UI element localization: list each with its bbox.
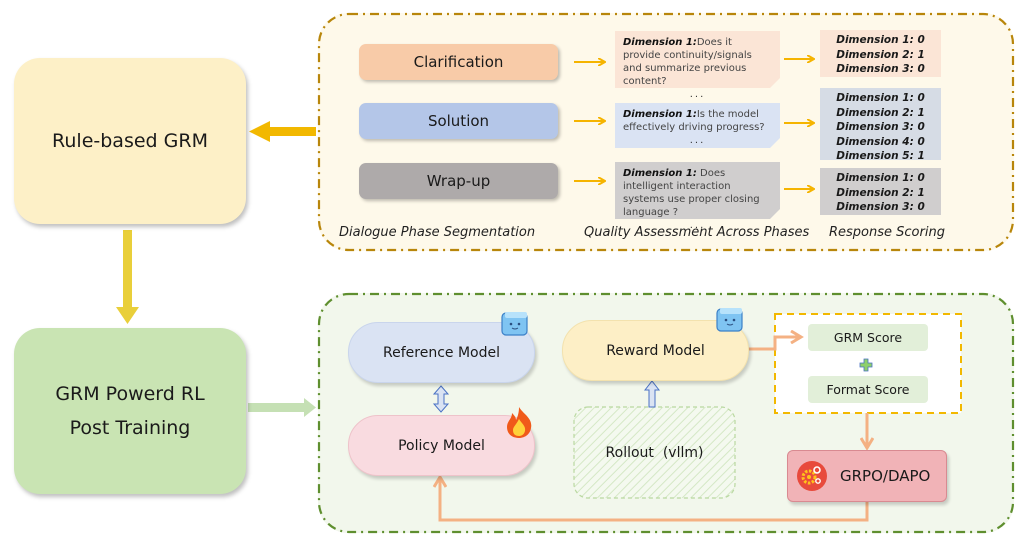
frozen-ice-cube-icon: [715, 305, 745, 337]
phase-label: Clarification: [413, 53, 504, 71]
score-line: Dimension 3: 0: [836, 63, 925, 75]
score-line: Dimension 3: 0: [836, 201, 925, 213]
dimension-question: Is the model effectively driving progres…: [623, 109, 765, 133]
gears-icon: [796, 460, 828, 496]
frozen-ice-cube-icon: [500, 309, 530, 341]
optimizer-box: GRPO/DAPO: [787, 450, 947, 502]
dimension-question: Does intelligent interaction systems use…: [623, 168, 760, 218]
ellipsis: ...: [689, 135, 706, 146]
score-line: Dimension 3: 0: [836, 121, 925, 133]
plus-icon: [859, 357, 873, 376]
phase-solution: Solution: [359, 103, 558, 139]
dimension-title: Dimension 1:: [623, 168, 697, 179]
dimension-question: Does it provide continuity/signals and s…: [623, 37, 752, 87]
format-score-box: Format Score: [808, 376, 928, 403]
caption-segmentation: Dialogue Phase Segmentation: [339, 225, 536, 240]
caption-assessment: Quality Assessment Across Phases: [584, 225, 810, 240]
phase-label: Solution: [427, 112, 490, 130]
grm-score-label: GRM Score: [833, 330, 903, 345]
rule-based-grm-box: Rule-based GRM: [14, 58, 246, 224]
format-score-label: Format Score: [826, 382, 910, 397]
page-fold: [770, 78, 780, 88]
assessment-card-clarification: Dimension 1:Does it provide continuity/s…: [615, 31, 780, 100]
rollout-label: Rollout (vllm): [605, 444, 704, 461]
score-line: Dimension 2: 1: [836, 48, 925, 61]
phase-clarification: Clarification: [359, 44, 558, 80]
page-fold: [770, 138, 780, 148]
reference-model-label: Reference Model: [383, 344, 500, 361]
reward-model-label: Reward Model: [606, 342, 705, 359]
score-line: Dimension 2: 1: [836, 106, 925, 119]
rl-box-line2: Post Training: [69, 417, 191, 439]
grm-score-box: GRM Score: [808, 324, 928, 351]
fire-icon: [503, 405, 535, 443]
score-line: Dimension 1: 0: [836, 34, 925, 46]
optimizer-label: GRPO/DAPO: [840, 467, 931, 485]
phase-wrap-up: Wrap-up: [359, 163, 558, 199]
score-line: Dimension 5: 1: [836, 150, 925, 162]
rule-based-grm-label: Rule-based GRM: [52, 130, 208, 152]
assessment-card-wrap-up: Dimension 1: Does intelligent interactio…: [615, 162, 780, 231]
caption-scoring: Response Scoring: [829, 225, 945, 240]
dimension-title: Dimension 1:: [623, 37, 697, 48]
score-line: Dimension 1: 0: [836, 172, 925, 184]
grm-powered-rl-box: GRM Powerd RL Post Training: [14, 328, 246, 494]
score-card-clarification: Dimension 1: 0 Dimension 2: 1 Dimension …: [820, 30, 941, 77]
page-fold: [770, 209, 780, 219]
score-line: Dimension 1: 0: [836, 92, 925, 104]
score-line: Dimension 2: 1: [836, 186, 925, 199]
ellipsis: ...: [689, 89, 706, 100]
policy-model-label: Policy Model: [398, 437, 485, 454]
score-card-solution: Dimension 1: 0 Dimension 2: 1 Dimension …: [820, 88, 941, 162]
dimension-title: Dimension 1:: [623, 109, 697, 120]
score-line: Dimension 4: 0: [836, 135, 925, 148]
rollout-box: Rollout (vllm): [574, 407, 735, 498]
rl-box-line1: GRM Powerd RL: [55, 383, 205, 405]
phase-label: Wrap-up: [426, 172, 491, 190]
policy-model-box: Policy Model: [348, 415, 535, 476]
score-card-wrap-up: Dimension 1: 0 Dimension 2: 1 Dimension …: [820, 168, 941, 215]
ellipsis: ...: [689, 220, 706, 231]
assessment-card-solution: Dimension 1:Is the model effectively dri…: [615, 103, 780, 148]
